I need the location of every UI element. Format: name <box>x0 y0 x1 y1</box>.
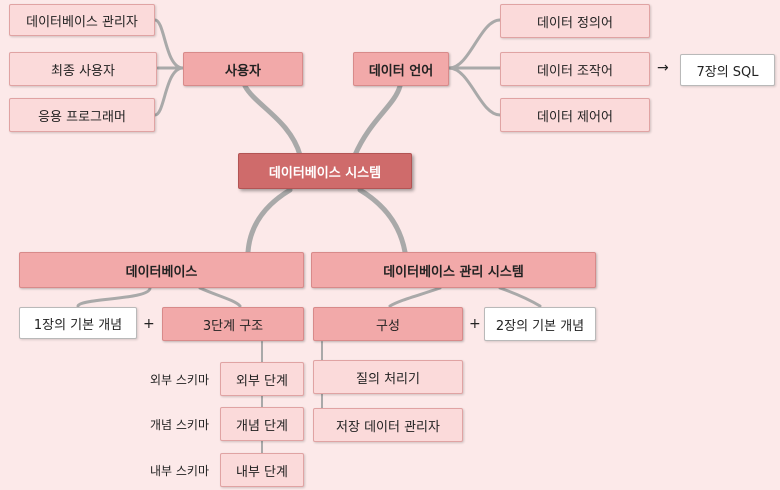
ref-chapter1-concepts: 1장의 기본 개념 <box>19 307 137 339</box>
node-dbms: 데이터베이스 관리 시스템 <box>311 252 596 288</box>
node-dml: 데이터 조작어 <box>500 52 650 86</box>
label-external-schema: 외부 스키마 <box>150 373 210 387</box>
node-database-system: 데이터베이스 시스템 <box>238 153 412 189</box>
node-ddl: 데이터 정의어 <box>500 4 650 38</box>
ref-chapter2-concepts: 2장의 기본 개념 <box>484 307 596 341</box>
arrow-right: → <box>657 60 669 76</box>
node-storage-data-manager: 저장 데이터 관리자 <box>313 408 463 442</box>
label-internal-schema: 내부 스키마 <box>150 464 210 478</box>
label-conceptual-schema: 개념 스키마 <box>150 418 210 432</box>
node-users: 사용자 <box>183 52 303 86</box>
node-dcl: 데이터 제어어 <box>500 98 650 132</box>
node-composition: 구성 <box>313 307 463 341</box>
node-data-language: 데이터 언어 <box>353 52 449 86</box>
node-internal-level: 내부 단계 <box>220 453 304 487</box>
node-db-administrator: 데이터베이스 관리자 <box>9 4 155 36</box>
node-end-user: 최종 사용자 <box>9 52 157 86</box>
plus-sign-dbms: + <box>469 316 481 332</box>
ref-chapter7-sql: 7장의 SQL <box>680 54 775 86</box>
node-database: 데이터베이스 <box>19 252 304 288</box>
node-query-processor: 질의 처리기 <box>313 360 463 394</box>
node-conceptual-level: 개념 단계 <box>220 407 304 441</box>
node-3-level-structure: 3단계 구조 <box>162 307 304 341</box>
node-app-programmer: 응용 프로그래머 <box>9 98 155 132</box>
plus-sign-db: + <box>143 316 155 332</box>
node-external-level: 외부 단계 <box>220 362 304 396</box>
